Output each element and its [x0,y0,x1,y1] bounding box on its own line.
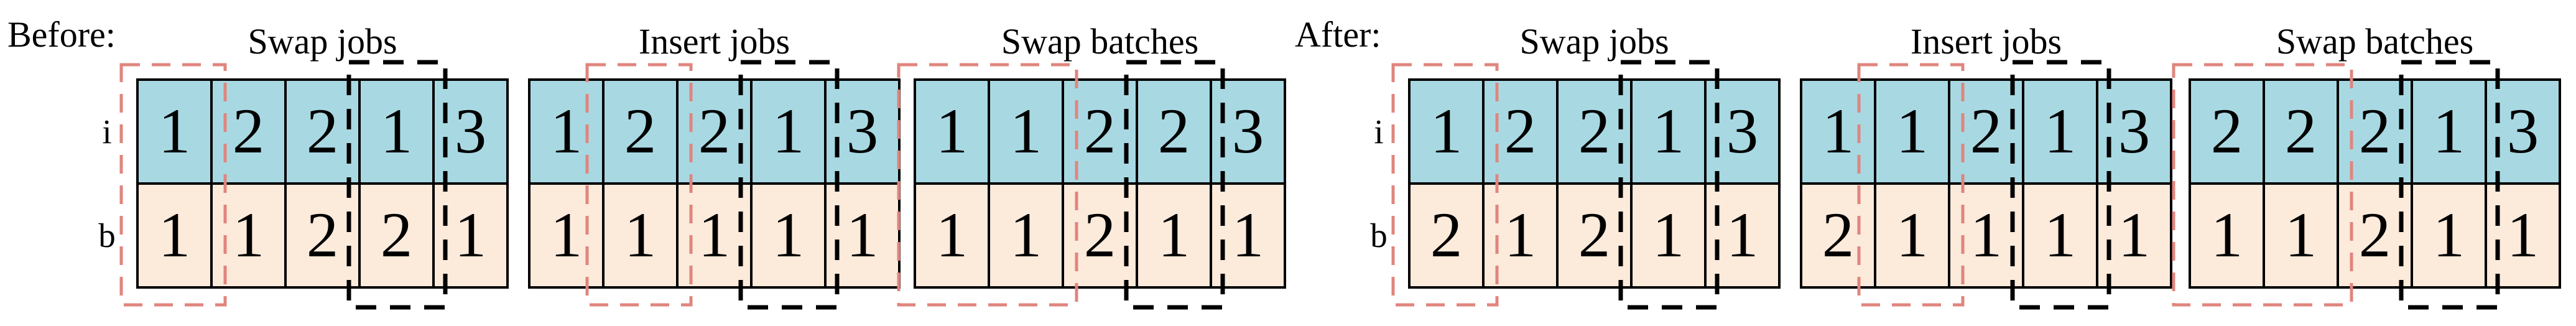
product-index-cell: 1 [989,80,1063,184]
operation-title: Insert jobs [638,21,790,62]
operation-title: Swap batches [1001,21,1199,62]
batch-index-cell: 1 [1483,184,1557,287]
product-index-cell: 1 [1801,80,1875,184]
product-index-cell: 1 [2412,80,2486,184]
product-index-cell: 2 [285,80,359,184]
product-index-cell: 2 [2338,80,2412,184]
product-index-cell: 2 [1063,80,1137,184]
product-index-cell: 1 [751,80,825,184]
batch-index-cell: 2 [1801,184,1875,287]
product-index-cell: 2 [1557,80,1631,184]
operation-title: Swap jobs [1519,21,1669,62]
batch-index-cell: 2 [2338,184,2412,287]
row-label-b: b [98,217,116,254]
product-index-cell: 2 [1137,80,1211,184]
after-section-label: After: [1295,14,1381,55]
product-index-cell: 2 [211,80,285,184]
operation-title: Swap jobs [248,21,397,62]
batch-index-cell: 2 [285,184,359,287]
batch-index-cell: 1 [989,184,1063,287]
product-index-cell: 1 [529,80,603,184]
product-index-cell: 1 [137,80,211,184]
batch-index-cell: 1 [1211,184,1285,287]
batch-index-cell: 1 [1949,184,2023,287]
batch-index-cell: 1 [1875,184,1949,287]
batch-index-cell: 1 [2486,184,2560,287]
batch-index-cell: 2 [359,184,433,287]
batch-index-cell: 1 [915,184,989,287]
batch-index-cell: 1 [1705,184,1779,287]
product-index-cell: 3 [2486,80,2560,184]
operation-title: Swap batches [2276,21,2474,62]
batch-index-cell: 1 [2264,184,2338,287]
batch-index-cell: 1 [433,184,507,287]
product-index-cell: 1 [915,80,989,184]
product-index-cell: 2 [2190,80,2264,184]
product-index-cell: 2 [677,80,751,184]
row-label-i: i [1374,113,1384,151]
batch-index-cell: 2 [1557,184,1631,287]
batch-index-cell: 1 [211,184,285,287]
row-label-b: b [1370,217,1388,254]
batch-index-cell: 2 [1409,184,1483,287]
batch-index-cell: 1 [2412,184,2486,287]
product-index-cell: 2 [1949,80,2023,184]
operation-title: Insert jobs [1910,21,2062,62]
product-index-cell: 1 [359,80,433,184]
before-section-label: Before: [7,14,116,55]
batch-index-cell: 1 [137,184,211,287]
batch-index-cell: 1 [751,184,825,287]
product-index-cell: 1 [1875,80,1949,184]
batch-index-cell: 1 [825,184,899,287]
batch-index-cell: 1 [2023,184,2097,287]
batch-index-cell: 1 [603,184,677,287]
product-index-cell: 2 [2264,80,2338,184]
product-index-cell: 3 [1211,80,1285,184]
product-index-cell: 1 [1631,80,1705,184]
product-index-cell: 3 [1705,80,1779,184]
batch-index-cell: 1 [529,184,603,287]
batch-index-cell: 2 [1063,184,1137,287]
product-index-cell: 2 [603,80,677,184]
batch-index-cell: 1 [1631,184,1705,287]
batch-index-cell: 1 [677,184,751,287]
product-index-cell: 2 [1483,80,1557,184]
product-index-cell: 3 [825,80,899,184]
product-index-cell: 3 [433,80,507,184]
batch-index-cell: 1 [2097,184,2171,287]
row-label-i: i [102,113,112,151]
product-index-cell: 1 [2023,80,2097,184]
product-index-cell: 3 [2097,80,2171,184]
batch-index-cell: 1 [2190,184,2264,287]
batch-index-cell: 1 [1137,184,1211,287]
product-index-cell: 1 [1409,80,1483,184]
